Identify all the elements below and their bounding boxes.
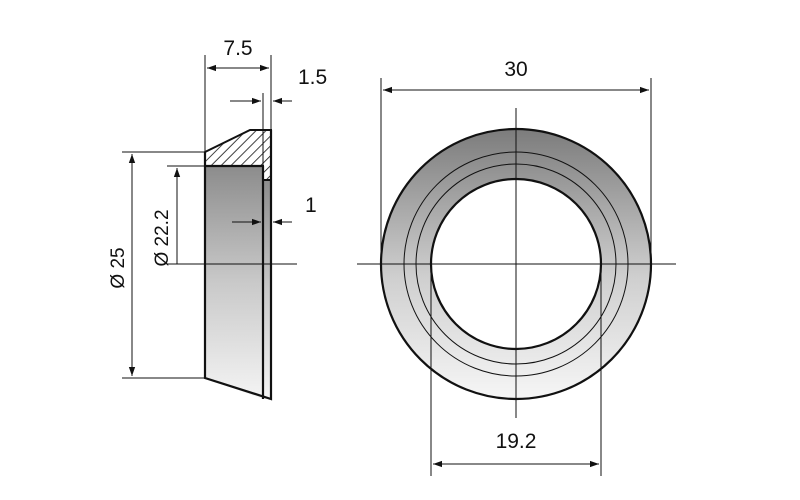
dim-label-dia222: Ø 22.2 <box>152 209 173 266</box>
ring-body <box>381 129 651 399</box>
side-lip <box>263 180 271 399</box>
side-view: 7.5 1.5 1 Ø 25 Ø 22.2 <box>108 37 327 401</box>
dim-label-19-2: 19.2 <box>496 430 537 453</box>
dim-label-30: 30 <box>504 58 527 81</box>
front-view: 30 19.2 <box>357 58 676 476</box>
dim-label-1: 1 <box>305 194 317 217</box>
dim-label-1-5: 1.5 <box>298 66 327 89</box>
dim-label-dia25: Ø 25 <box>108 247 129 288</box>
dim-label-7-5: 7.5 <box>223 37 252 60</box>
side-body <box>205 166 263 399</box>
